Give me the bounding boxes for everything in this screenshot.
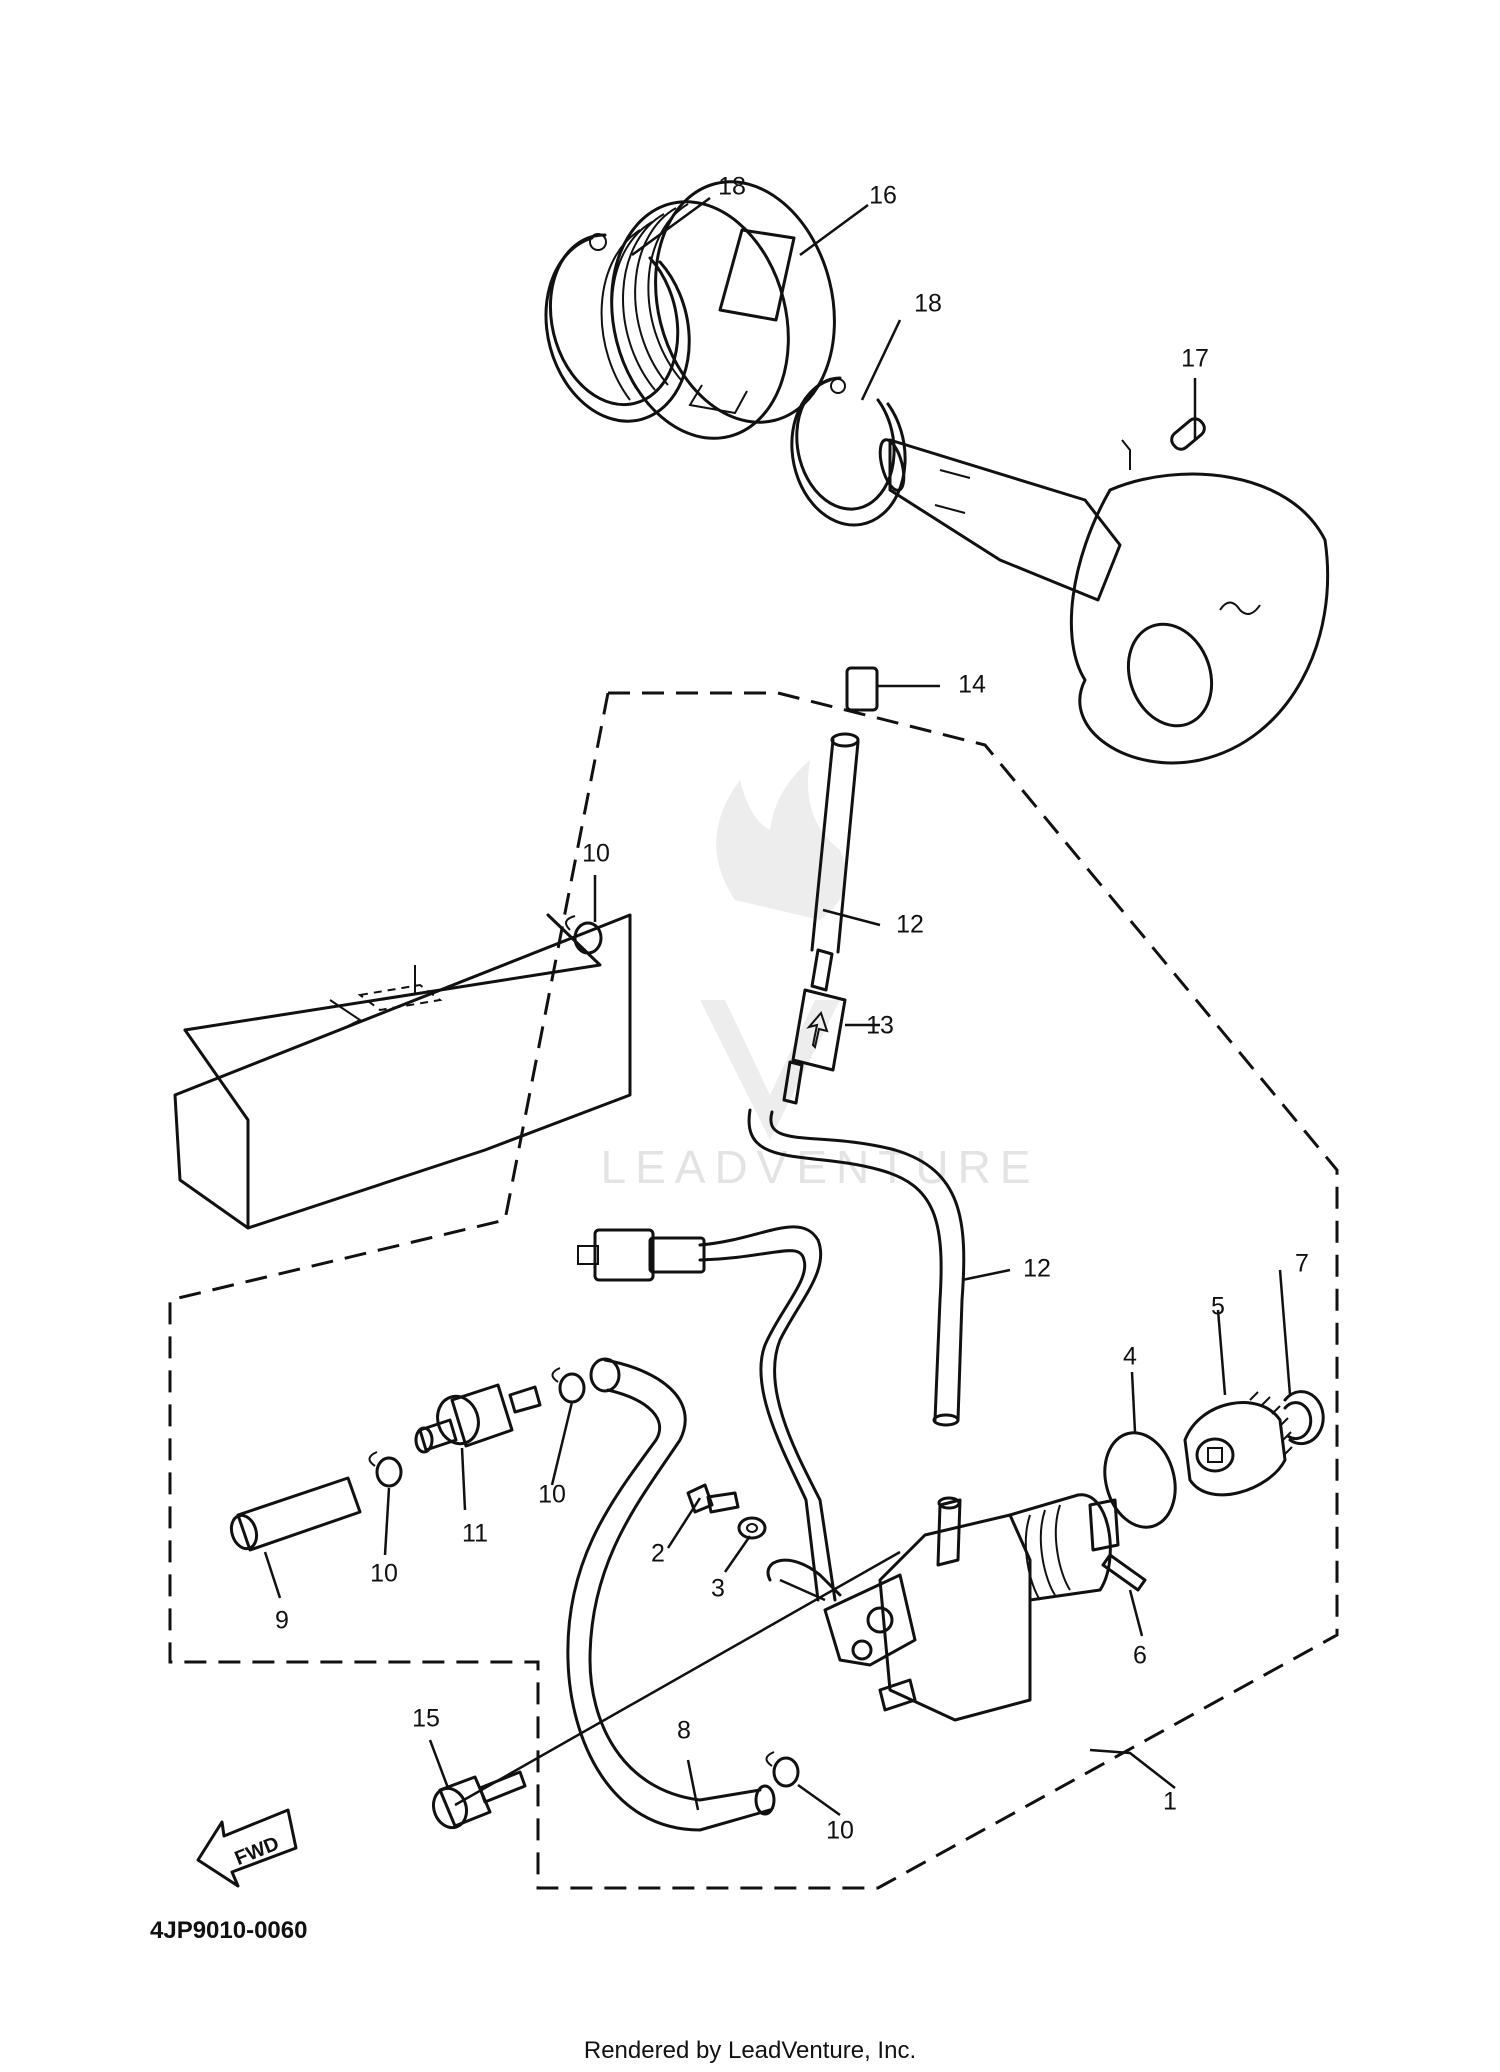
callout-4: 4 [1123,1343,1137,1371]
callout-14: 14 [958,671,986,699]
watermark-text: LEADVENTURE [601,1141,1040,1193]
o-ring-4 [1103,1431,1177,1529]
footer-credit: Rendered by LeadVenture, Inc. [584,2037,916,2064]
fwd-label: FWD [232,1833,282,1870]
callout-11: 11 [462,1520,488,1548]
leader-lines [263,196,1292,1817]
diagram-code: 4JP9010-0060 [150,1917,307,1944]
pin-6 [1101,1553,1147,1592]
callout-2: 2 [651,1540,665,1568]
callout-16: 16 [869,182,897,210]
oil-pipe-12-upper [810,732,860,954]
screw-2 [686,1483,740,1514]
oil-pump-1 [766,1493,1120,1722]
circlip-18-left [544,233,691,423]
check-valve-11 [414,1383,542,1454]
oil-tank [173,913,632,1230]
callout-9: 9 [275,1607,289,1635]
callout-6: 6 [1133,1642,1147,1670]
hose-8 [566,1357,776,1832]
pulley-16 [600,180,836,440]
circlip-7 [1283,1390,1325,1446]
callout-10-tank: 10 [582,840,610,868]
bolt-15 [431,1770,527,1830]
callout-8: 8 [677,1717,691,1745]
oil-filter-13 [782,948,847,1105]
callout-17: 17 [1181,345,1209,373]
nut-14 [845,666,879,712]
callout-10-pump: 10 [826,1817,854,1845]
fwd-arrow-icon: FWD [196,1808,298,1888]
hose-9 [229,1476,362,1552]
callout-18-right: 18 [914,290,942,318]
hose-clamp-10-d [765,1751,800,1788]
hose-clamp-10-c [368,1451,403,1488]
callout-13: 13 [866,1012,894,1040]
callout-1: 1 [1163,1788,1177,1816]
callout-7: 7 [1295,1250,1309,1278]
oil-pipe-12-lower [747,1108,966,1427]
crankshaft [878,438,1330,765]
callout-5: 5 [1211,1293,1225,1321]
watermark: LEADVENTURE [601,760,1040,1193]
assembly-boundary [168,691,1339,1890]
hose-clamp-10-a [565,915,603,955]
callout-12-lower: 12 [1023,1255,1051,1283]
callout-15: 15 [412,1705,440,1733]
washer-3 [737,1516,767,1540]
callout-18-left: 18 [718,173,746,201]
wire-harness [577,1225,837,1602]
callout-3: 3 [711,1575,725,1603]
gear-5 [1183,1391,1293,1497]
callout-10-check-valve: 10 [538,1481,566,1509]
pin-17 [1170,417,1206,451]
hose-clamp-10-b [551,1367,586,1404]
callout-12-upper: 12 [896,911,924,939]
callout-10-hose: 10 [370,1560,398,1588]
